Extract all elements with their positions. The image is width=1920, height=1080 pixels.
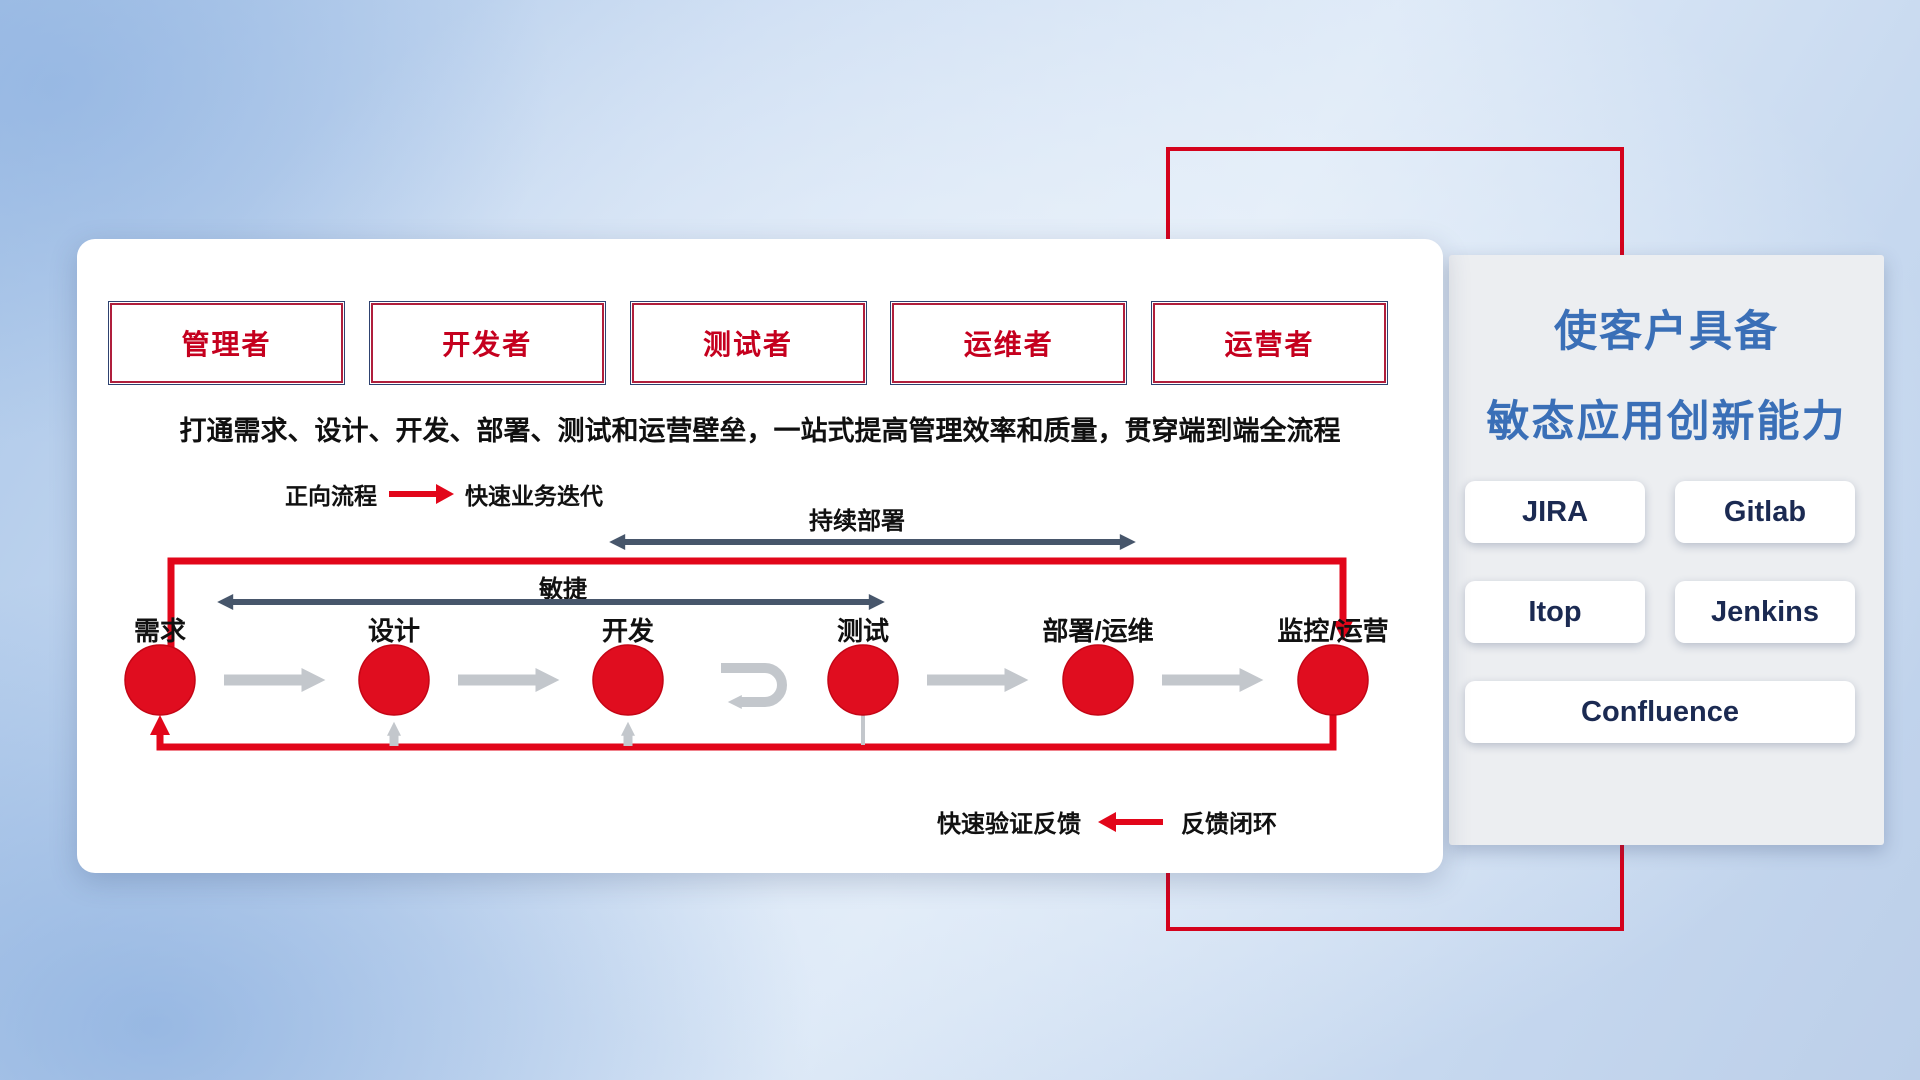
stage-node-monitoring-operation: [1297, 644, 1369, 716]
tool-badge-jira: JIRA: [1465, 481, 1645, 543]
roles-row: 管理者 开发者 测试者 运维者 运营者: [108, 301, 1388, 385]
tool-badge-gitlab: Gitlab: [1675, 481, 1855, 543]
stage-node-requirements: [124, 644, 196, 716]
feedback-label: 反馈闭环: [1181, 811, 1277, 838]
role-box-developer: 开发者: [368, 301, 606, 385]
stage-node-design: [358, 644, 430, 716]
stage-label-requirements: 需求: [133, 616, 187, 646]
forward-flow-value: 快速业务迭代: [465, 483, 603, 509]
capability-panel: 使客户具备 敏态应用创新能力 JIRA Gitlab Itop Jenkins …: [1449, 255, 1884, 845]
tool-badge-itop: Itop: [1465, 581, 1645, 643]
role-box-tester: 测试者: [629, 301, 867, 385]
feedback-value: 快速验证反馈: [937, 811, 1081, 838]
capability-title-line1: 使客户具备: [1554, 308, 1779, 356]
devops-flow-panel: 管理者 开发者 测试者 运维者 运营者 打通需求、设计、开发、部署、测试和运营壁…: [77, 239, 1443, 873]
stage-label-deploy-ops: 部署/运维: [1042, 616, 1154, 646]
tool-badge-jenkins: Jenkins: [1675, 581, 1855, 643]
stage-label-design: 设计: [367, 616, 421, 646]
stage-node-development: [592, 644, 664, 716]
role-box-operator: 运营者: [1151, 301, 1388, 385]
stage-label-testing: 测试: [836, 616, 890, 646]
role-box-ops: 运维者: [890, 301, 1128, 385]
flow-diagram-svg: [124, 534, 1369, 751]
stage-label-monitoring-operation: 监控/运营: [1277, 616, 1389, 646]
red-feedback-loop-line: [150, 713, 1337, 751]
feedback-arrow-icon: [1098, 811, 1163, 832]
forward-flow-label: 正向流程: [285, 483, 377, 509]
forward-flow-legend: 正向流程 快速业务迭代: [285, 477, 603, 511]
feedback-legend: 快速验证反馈 反馈闭环: [937, 804, 1277, 839]
forward-arrow-icon: [389, 484, 454, 504]
iteration-loop-icon: [721, 663, 787, 709]
capability-title-line2: 敏态应用创新能力: [1486, 398, 1847, 446]
stage-node-deploy-ops: [1062, 644, 1134, 716]
tool-badge-confluence: Confluence: [1465, 681, 1855, 743]
red-forward-loop-line: [167, 557, 1353, 651]
stage-node-testing: [827, 644, 899, 716]
headline-text: 打通需求、设计、开发、部署、测试和运营壁垒，一站式提高管理效率和质量，贯穿端到端…: [179, 416, 1341, 446]
role-box-manager: 管理者: [108, 301, 345, 385]
continuous-deployment-label: 持续部署: [809, 508, 905, 535]
stage-label-development: 开发: [601, 616, 655, 646]
